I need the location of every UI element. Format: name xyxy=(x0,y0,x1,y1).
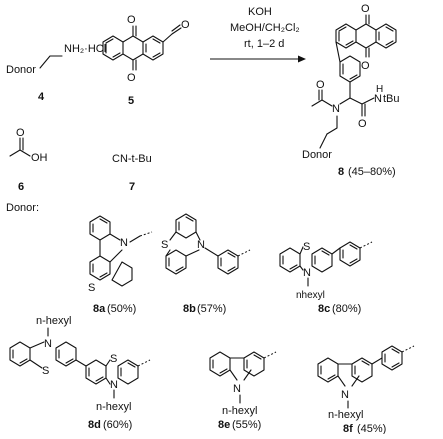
8a-s: S xyxy=(88,282,95,294)
p8-n-amide: N xyxy=(332,103,340,115)
product-yield: (45–80%) xyxy=(348,166,396,178)
p8-donor: Donor xyxy=(302,149,332,161)
8a-n: N xyxy=(120,237,128,249)
donor-heading: Donor: xyxy=(6,202,39,214)
donor-8d: n-hexyl N S S N n-hexyl 8d (60%) xyxy=(9,315,151,431)
8d-hexyl-2: n-hexyl xyxy=(96,401,131,413)
p8-tbu: tBu xyxy=(383,93,400,105)
8b-s: S xyxy=(161,239,168,251)
donor-label: Donor xyxy=(6,64,36,76)
donor-8a: N S 8a (50%) xyxy=(88,215,153,315)
yield-8d: (60%) xyxy=(103,419,132,431)
product-8: O O O N Donor O N H tBu 8 (45–80%) xyxy=(302,3,400,178)
8c-hexyl: nhexyl xyxy=(296,290,325,301)
reagent-6: O OH 6 xyxy=(9,127,48,193)
p8-o-amide: O xyxy=(358,118,367,130)
8d-s-1: S xyxy=(42,365,49,377)
donor-8c: S N nhexyl 8c (80%) xyxy=(279,241,373,315)
yield-8b: (57%) xyxy=(197,303,226,315)
compound-id-8f: 8f xyxy=(343,423,353,434)
8f-n: N xyxy=(341,389,349,401)
condition-line-3: rt, 1–2 d xyxy=(244,38,284,50)
8e-n: N xyxy=(233,383,241,395)
acetic-oh: OH xyxy=(31,152,48,164)
8d-n-1: N xyxy=(44,338,52,350)
donor-8f: N n-hexyl 8f (45%) xyxy=(317,345,415,435)
compound-number-5: 5 xyxy=(128,95,134,107)
reaction-conditions: KOH MeOH/CH₂Cl₂ rt, 1–2 d xyxy=(210,6,306,63)
aq5-o-top: O xyxy=(127,14,136,26)
compound-number-6: 6 xyxy=(18,181,24,193)
8d-hexyl-1: n-hexyl xyxy=(36,315,71,327)
yield-8c: (80%) xyxy=(332,303,361,315)
8d-s-2: S xyxy=(110,353,117,365)
p8-o-acetyl: O xyxy=(316,79,325,91)
amine-hcl-label: NH₂·HCl xyxy=(64,43,106,55)
p8-nh: N xyxy=(374,93,382,105)
aq5-o-bottom: O xyxy=(127,72,136,84)
8e-hexyl: n-hexyl xyxy=(222,405,257,417)
reagent-7: CN-t-Bu 7 xyxy=(112,153,152,193)
reagent-5: O O O 5 xyxy=(102,14,190,107)
yield-8f: (45%) xyxy=(357,423,386,434)
8b-n: N xyxy=(197,239,205,251)
compound-id-8a: 8a xyxy=(93,303,106,315)
arrowhead xyxy=(298,55,306,63)
reagent-4: Donor NH₂·HCl 4 xyxy=(6,43,106,103)
compound-id-8b: 8b xyxy=(183,303,196,315)
condition-line-2: MeOH/CH₂Cl₂ xyxy=(230,22,300,34)
compound-id-8e: 8e xyxy=(218,419,230,431)
p8-o-top: O xyxy=(361,3,370,15)
aq-right-ring xyxy=(142,35,164,61)
compound-id-8c: 8c xyxy=(318,303,330,315)
ch2-bond xyxy=(39,55,63,69)
p8-h: H xyxy=(376,84,383,95)
acetic-o: O xyxy=(16,127,25,139)
compound-number-4: 4 xyxy=(38,91,45,103)
condition-line-1: KOH xyxy=(248,6,272,18)
8c-n: N xyxy=(303,267,311,279)
donor-8e: N n-hexyl 8e (55%) xyxy=(209,351,277,431)
donor-8b: S N 8b (57%) xyxy=(161,213,251,315)
compound-id-8d: 8d xyxy=(88,419,101,431)
p8-o-bottom: O xyxy=(361,60,370,72)
yield-8a: (50%) xyxy=(107,303,136,315)
8f-hexyl: n-hexyl xyxy=(328,409,363,421)
yield-8e: (55%) xyxy=(232,419,261,431)
8d-n-2: N xyxy=(110,379,118,391)
8c-s: S xyxy=(303,241,310,253)
compound-number-8: 8 xyxy=(338,166,344,178)
isocyanide-label: CN-t-Bu xyxy=(112,153,152,165)
compound-number-7: 7 xyxy=(129,181,135,193)
aq5-o-aldehyde: O xyxy=(181,19,190,31)
